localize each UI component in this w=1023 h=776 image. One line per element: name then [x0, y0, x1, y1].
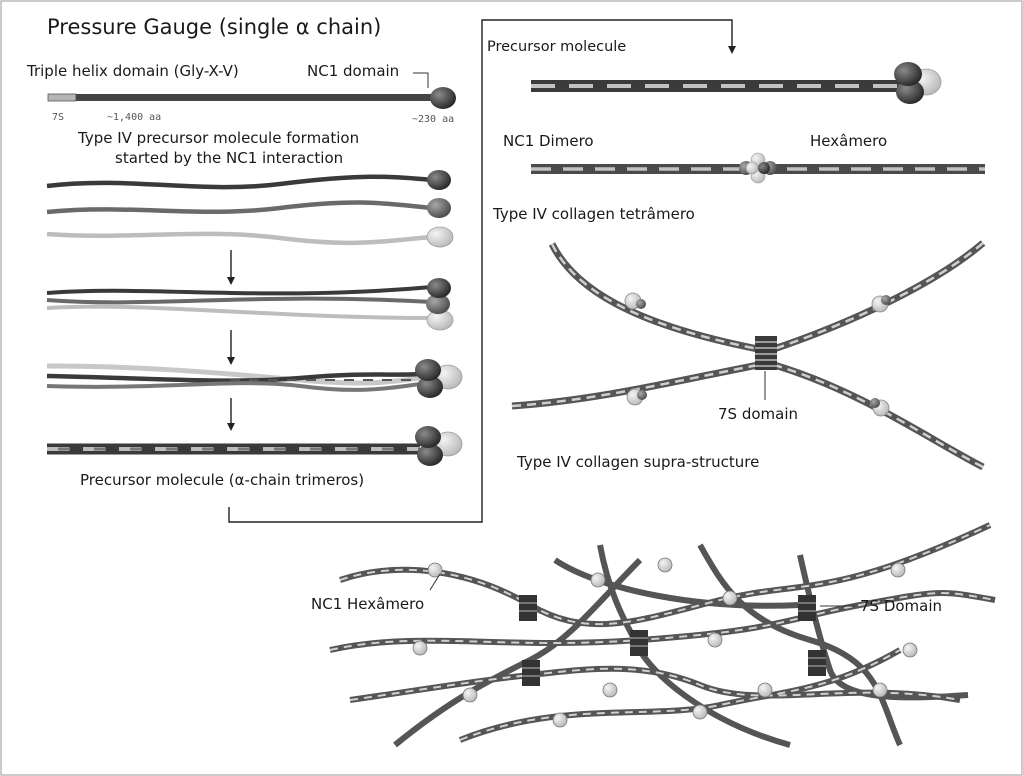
winding-chain-mid — [46, 381, 421, 392]
precursor-molecule-label: Precursor molecule — [487, 39, 626, 55]
precursor-trimer-nc1-dark-a — [415, 426, 441, 448]
scale-7s: 7S — [52, 112, 64, 123]
dimer-hexamer-cluster — [739, 152, 777, 184]
step-arrow-2-head — [227, 357, 235, 365]
single-chain-title: Pressure Gauge (single α chain) — [47, 15, 381, 39]
tetramer-hexamer-4 — [870, 398, 890, 417]
alpha-chain-3-nc1 — [426, 226, 454, 248]
tetramer-label: Type IV collagen tetrâmero — [492, 205, 695, 223]
precursor-molecule-nc1-dark-a — [894, 62, 922, 86]
precursor-trimer-label: Precursor molecule (α-chain trimeros) — [80, 471, 364, 489]
network-7s-node-5 — [808, 650, 826, 676]
scale-helix-length: ~1,400 aa — [107, 112, 161, 123]
step-arrow-3-head — [227, 423, 235, 431]
tetramer-hexamer-3 — [626, 388, 647, 406]
tetramer-hexamer-1 — [624, 292, 646, 310]
network-7s-node-1 — [519, 595, 537, 621]
nc1-domain-pointer — [413, 72, 429, 88]
hexamer-label: Hexâmero — [810, 132, 887, 150]
network-7s-node-3 — [798, 595, 816, 621]
network-nc1-hexamer-label: NC1 Hexâmero — [311, 595, 424, 613]
precursor-trimer-nc1-dark-b — [417, 444, 443, 466]
associated-chain-2 — [46, 296, 433, 305]
winding-chain-dark — [46, 371, 421, 383]
domain-7s-label: 7S domain — [718, 405, 798, 423]
tetramer-arms — [511, 240, 986, 471]
alpha-chain-2-nc1 — [427, 198, 451, 218]
connector-arrow-head — [728, 46, 736, 54]
connector-line — [228, 19, 733, 523]
network-7s-node-4 — [522, 660, 540, 686]
tetramer-hexamer-2 — [871, 295, 891, 313]
alpha-chain-1 — [46, 174, 433, 190]
triple-helix-domain-label: Triple helix domain (Gly-X-V) — [26, 62, 239, 80]
precursor-molecule-nc1-dark-b — [896, 80, 924, 104]
winding-nc1-dark-b — [417, 376, 443, 398]
panel-single-chain: Pressure Gauge (single α chain) Triple h… — [26, 15, 463, 489]
scale-nc1-length: ~230 aa — [412, 114, 454, 125]
network-7s-domain-label: 7S Domain — [860, 597, 942, 615]
network-hexamer-pointer — [429, 573, 441, 591]
panel-network: NC1 Hexâmero 7S Domain — [311, 522, 996, 748]
tetramer-7s-core — [755, 336, 777, 370]
suprastructure-label: Type IV collagen supra-structure — [516, 453, 759, 471]
nc1-dimer-label: NC1 Dimero — [503, 132, 594, 150]
nc1-domain-label: NC1 domain — [307, 62, 399, 80]
formation-heading-line2: started by the NC1 interaction — [115, 149, 343, 167]
nc1-globule — [430, 87, 456, 109]
alpha-chain-3 — [46, 231, 433, 246]
triple-helix-bar — [76, 94, 436, 101]
associated-chain-1 — [46, 285, 433, 296]
network-strands — [329, 522, 996, 748]
associated-nc1-mid — [426, 294, 450, 314]
winding-nc1-dark-a — [415, 359, 441, 381]
step-arrow-1-head — [227, 277, 235, 285]
alpha-chain-1-nc1 — [427, 170, 451, 190]
alpha-chain-2 — [46, 200, 433, 215]
seven-s-segment — [47, 93, 77, 102]
associated-chain-3 — [46, 304, 433, 320]
network-hexamers — [412, 557, 918, 728]
formation-heading-line1: Type IV precursor molecule formation — [77, 129, 359, 147]
associated-nc1-dark — [427, 278, 451, 298]
network-7s-node-2 — [630, 630, 648, 656]
panel-assembly: Precursor molecule NC1 Dimero Hexâmero T… — [487, 39, 986, 471]
network-strand-highlights — [329, 524, 996, 741]
